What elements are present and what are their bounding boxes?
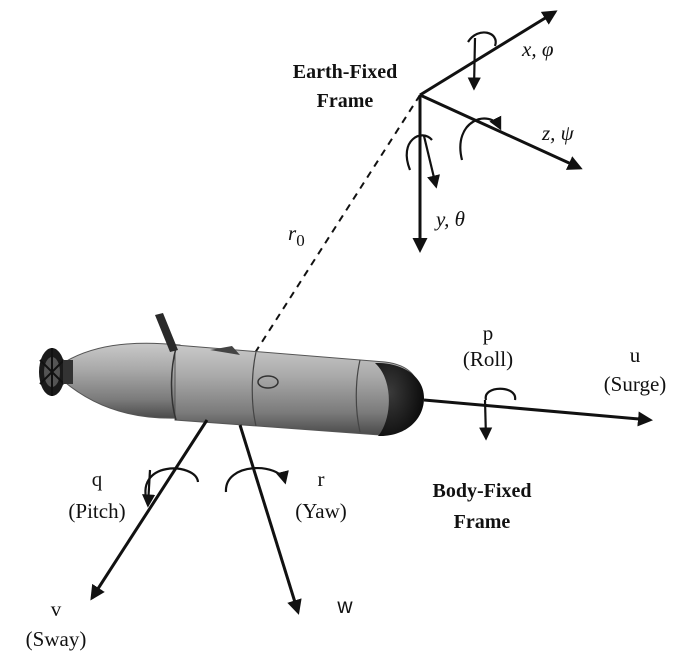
pitch-rotation-arc: [144, 467, 200, 506]
roll-symbol: p: [483, 321, 494, 345]
yaw-name: (Yaw): [295, 499, 347, 523]
theta-rotation-arrow: [422, 135, 440, 189]
earth-x-axis-label: x, φ: [521, 37, 554, 61]
phi-rotation-arrow: [467, 37, 481, 91]
roll-rotation-arrow: [479, 399, 493, 441]
body-frame-title-line2: Frame: [454, 511, 511, 533]
roll-rotation-arc: [484, 387, 517, 401]
earth-z-axis-label: z, ψ: [541, 121, 575, 145]
yaw-symbol: r: [318, 467, 325, 491]
pitch-symbol: q: [92, 467, 103, 491]
body-heave-axis: [238, 424, 302, 615]
earth-frame-title-line1: Earth-Fixed: [293, 61, 397, 83]
body-frame-title-line1: Body-Fixed: [433, 480, 532, 502]
auv-vehicle-image: [39, 313, 424, 437]
pitch-rotation-arrow: [142, 469, 156, 508]
roll-name: (Roll): [463, 347, 513, 371]
surge-name: (Surge): [604, 372, 667, 396]
position-vector-line: [227, 94, 421, 396]
theta-rotation-arc: [405, 134, 433, 171]
heave-symbol: w: [336, 595, 353, 618]
sway-symbol: v: [51, 597, 62, 621]
surge-symbol: u: [630, 343, 641, 367]
earth-z-axis: [419, 93, 583, 170]
earth-fixed-axes: [405, 10, 583, 253]
earth-x-axis: [419, 10, 558, 97]
yaw-rotation-arrow: [224, 466, 289, 493]
position-vector-label: r0: [288, 221, 305, 250]
body-surge-axis: [423, 398, 653, 427]
phi-rotation-arc: [467, 31, 497, 47]
pitch-name: (Pitch): [68, 499, 125, 523]
labels: Earth-Fixed Frame x, φ z, ψ y, θ r0 p (R…: [26, 37, 667, 651]
sway-name: (Sway): [26, 627, 87, 651]
body-sway-axis: [90, 419, 209, 601]
psi-rotation-arrow: [459, 115, 502, 161]
earth-frame-title-line2: Frame: [317, 90, 374, 112]
body-fixed-axes: [90, 387, 653, 615]
earth-y-axis-label: y, θ: [434, 207, 465, 231]
